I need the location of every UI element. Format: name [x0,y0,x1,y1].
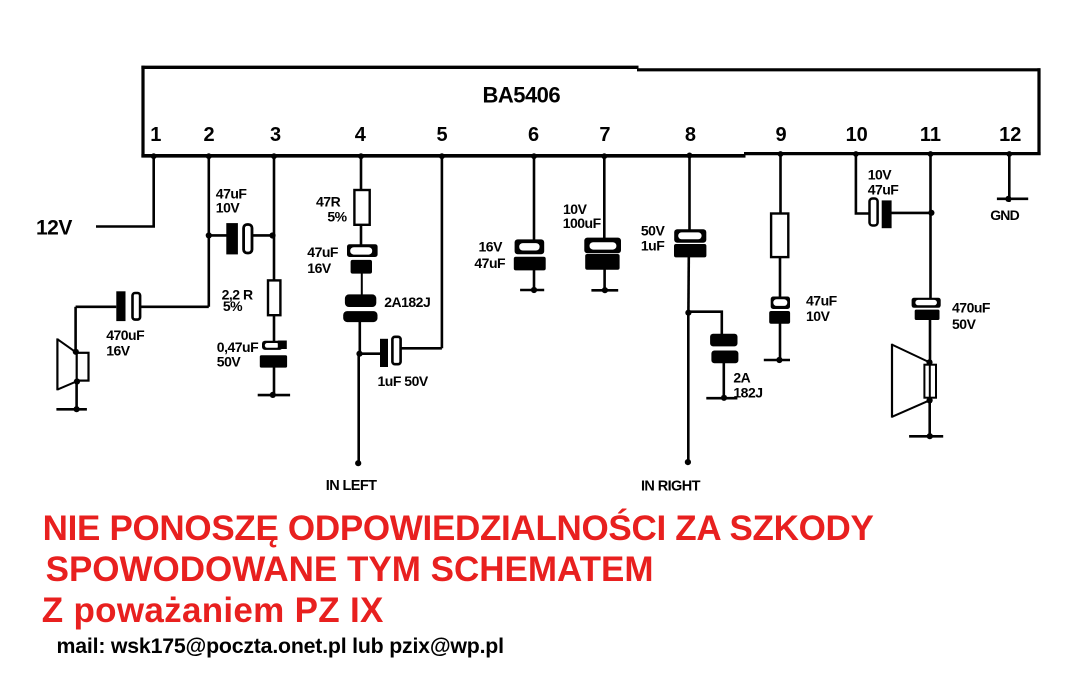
svg-text:0,47uF: 0,47uF [217,339,259,355]
svg-text:50V: 50V [217,353,242,369]
svg-text:10V: 10V [806,308,831,324]
svg-text:GND: GND [990,207,1019,223]
svg-text:1uF 50V: 1uF 50V [378,373,429,389]
svg-text:1: 1 [150,124,161,146]
svg-text:47uF: 47uF [806,292,838,308]
svg-text:5%: 5% [223,298,243,314]
svg-text:47uF: 47uF [474,255,506,271]
svg-text:50V: 50V [641,222,666,238]
svg-text:470uF: 470uF [106,327,145,343]
svg-text:12V: 12V [36,216,72,239]
svg-text:2,2 R: 2,2 R [222,287,253,303]
svg-text:10V: 10V [563,201,588,217]
svg-text:8: 8 [685,124,696,146]
svg-text:mail: wsk175@poczta.onet.pl lu: mail: wsk175@poczta.onet.pl lub pzix@wp.… [57,634,504,658]
svg-text:NIE PONOSZĘ ODPOWIEDZIALNOŚCI: NIE PONOSZĘ ODPOWIEDZIALNOŚCI ZA SZKODY [43,508,874,548]
svg-text:1uF: 1uF [641,237,665,253]
svg-text:5%: 5% [327,208,347,224]
svg-text:12: 12 [999,124,1021,146]
svg-text:7: 7 [599,124,610,146]
svg-text:10V: 10V [216,200,241,216]
svg-text:9: 9 [775,124,786,146]
svg-text:100uF: 100uF [563,215,602,231]
svg-text:16V: 16V [106,343,131,359]
svg-text:47R: 47R [316,194,341,210]
svg-text:2A182J: 2A182J [384,294,430,310]
svg-text:Z poważaniem PZ IX: Z poważaniem PZ IX [42,591,384,630]
svg-text:47uF: 47uF [868,181,900,197]
svg-text:BA5406: BA5406 [482,82,560,107]
svg-text:182J: 182J [733,385,762,401]
svg-text:4: 4 [355,124,367,146]
svg-text:16V: 16V [307,260,332,276]
svg-text:IN LEFT: IN LEFT [326,478,377,494]
svg-text:IN RIGHT: IN RIGHT [641,478,701,494]
svg-text:2A: 2A [733,370,750,386]
svg-text:10V: 10V [868,166,893,182]
svg-text:47uF: 47uF [216,186,248,202]
svg-text:2: 2 [203,124,214,146]
svg-text:50V: 50V [952,316,977,332]
svg-text:5: 5 [436,124,447,146]
svg-text:11: 11 [920,124,941,146]
svg-text:16V: 16V [479,238,504,254]
svg-text:6: 6 [528,124,539,146]
svg-text:47uF: 47uF [307,244,339,260]
svg-text:SPOWODOWANE TYM SCHEMATEM: SPOWODOWANE TYM SCHEMATEM [46,550,654,589]
svg-text:3: 3 [270,124,281,146]
svg-text:10: 10 [846,124,868,146]
svg-text:470uF: 470uF [952,300,991,316]
